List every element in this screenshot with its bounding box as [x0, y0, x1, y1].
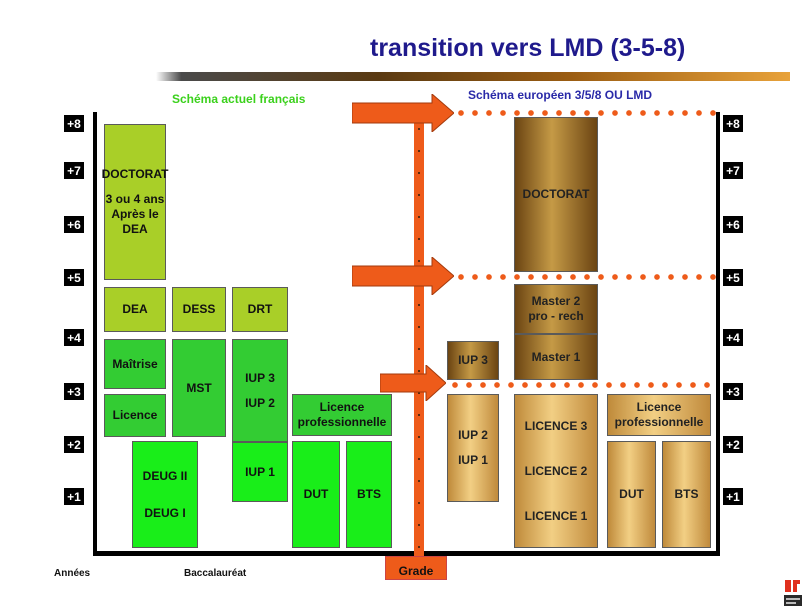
eu-iup1-label: IUP 1	[458, 453, 488, 467]
fr-licence-box: Licence	[104, 394, 166, 437]
fr-iup2-label: IUP 2	[245, 395, 275, 410]
fr-bts-label: BTS	[357, 487, 381, 501]
dotted-line-level-8	[454, 110, 716, 116]
fr-doctorat-box: DOCTORAT 3 ou 4 ans Après le DEA	[101, 124, 169, 280]
fr-iup1-box: IUP 1	[232, 442, 288, 502]
fr-drt-label: DRT	[247, 302, 273, 316]
fr-doctorat-line1: DOCTORAT	[101, 167, 169, 181]
grade-dotted-guide	[418, 128, 420, 548]
level-marker-right-4: +4	[723, 329, 743, 346]
eu-dut-box: DUT	[607, 441, 656, 548]
level-marker-left-8: +8	[64, 115, 84, 132]
fr-dess-box: DESS	[172, 287, 226, 332]
eu-licence-pro-line2: professionnelle	[614, 415, 704, 429]
level-marker-right-5: +5	[723, 269, 743, 286]
fr-iup3-label: IUP 3	[245, 370, 275, 385]
fr-bts-box: BTS	[346, 441, 392, 548]
fr-dea-box: DEA	[104, 287, 166, 332]
level-marker-left-7: +7	[64, 162, 84, 179]
arrow-level-3-icon	[380, 365, 446, 401]
fr-doctorat-line3: Après le	[111, 207, 159, 221]
level-marker-left-2: +2	[64, 436, 84, 453]
eu-iup2-label: IUP 2	[458, 428, 488, 442]
arrow-level-5-icon	[352, 257, 454, 295]
fr-dess-label: DESS	[182, 302, 216, 316]
eu-licence-pro-line1: Licence	[636, 400, 682, 414]
eu-dut-label: DUT	[619, 487, 644, 501]
eu-bts-box: BTS	[662, 441, 711, 548]
years-label: Années	[54, 568, 91, 579]
grade-label: Grade	[385, 556, 447, 580]
level-marker-left-4: +4	[64, 329, 84, 346]
fr-deug1-label: DEUG I	[144, 505, 186, 520]
level-marker-right-8: +8	[723, 115, 743, 132]
baccalaureat-label: Baccalauréat	[184, 568, 247, 579]
eu-master2-box: Master 2 pro - rech	[514, 284, 598, 334]
level-marker-right-1: +1	[723, 488, 743, 505]
eu-licence3-label: LICENCE 3	[524, 418, 588, 433]
eu-master1-box: Master 1	[514, 334, 598, 380]
fr-deug2-label: DEUG II	[142, 468, 188, 483]
eu-licence-pro-box: Licence professionnelle	[607, 394, 711, 436]
european-scheme-label: Schéma européen 3/5/8 OU LMD	[468, 88, 653, 102]
fr-mst-box: MST	[172, 339, 226, 437]
eu-iup3-label: IUP 3	[458, 353, 488, 367]
fr-dea-label: DEA	[122, 302, 148, 316]
level-marker-left-3: +3	[64, 383, 84, 400]
fr-dut-box: DUT	[292, 441, 340, 548]
fr-iup3-iup2-box: IUP 3 IUP 2	[232, 339, 288, 442]
arrow-level-8-icon	[352, 94, 454, 132]
fr-maitrise-box: Maîtrise	[104, 339, 166, 389]
slide-title: transition vers LMD (3-5-8)	[370, 34, 686, 62]
dotted-line-level-3	[448, 382, 716, 388]
level-marker-left-5: +5	[64, 269, 84, 286]
eu-licence2-label: LICENCE 2	[524, 463, 588, 478]
fr-licence-pro-line1: Licence	[319, 400, 365, 414]
fr-deug-box: DEUG II DEUG I	[132, 441, 198, 548]
fr-mst-label: MST	[186, 380, 212, 395]
fr-drt-box: DRT	[232, 287, 288, 332]
eu-licence-box: LICENCE 3 LICENCE 2 LICENCE 1	[514, 394, 598, 548]
eu-iup3-box: IUP 3	[447, 341, 499, 380]
title-underline-bar	[156, 72, 790, 81]
dotted-line-level-5	[454, 274, 716, 280]
level-marker-left-6: +6	[64, 216, 84, 233]
baseline-axis	[93, 551, 720, 556]
fr-licence-pro-line2: professionnelle	[297, 415, 387, 429]
level-marker-right-7: +7	[723, 162, 743, 179]
fr-dut-label: DUT	[303, 487, 329, 501]
fr-doctorat-line2: 3 ou 4 ans	[105, 192, 165, 206]
eu-master2-line2: pro - rech	[528, 309, 584, 323]
fr-maitrise-label: Maîtrise	[112, 356, 158, 371]
french-scheme-label: Schéma actuel français	[172, 92, 306, 106]
eu-master2-line1: Master 2	[531, 294, 581, 308]
eu-iup2-iup1-box: IUP 2 IUP 1	[447, 394, 499, 502]
eu-doctorat-box: DOCTORAT	[514, 117, 598, 272]
eu-bts-label: BTS	[674, 487, 699, 501]
institution-logo-icon	[782, 578, 803, 608]
level-marker-right-3: +3	[723, 383, 743, 400]
eu-master1-label: Master 1	[531, 349, 581, 364]
right-axis	[716, 112, 720, 555]
fr-doctorat-line4: DEA	[122, 222, 148, 236]
fr-iup1-label: IUP 1	[245, 464, 275, 479]
level-marker-right-6: +6	[723, 216, 743, 233]
left-axis	[93, 112, 97, 555]
level-marker-left-1: +1	[64, 488, 84, 505]
eu-doctorat-label: DOCTORAT	[522, 187, 590, 201]
fr-licence-pro-box: Licence professionnelle	[292, 394, 392, 436]
eu-licence1-label: LICENCE 1	[524, 508, 588, 523]
fr-licence-label: Licence	[112, 408, 158, 422]
level-marker-right-2: +2	[723, 436, 743, 453]
